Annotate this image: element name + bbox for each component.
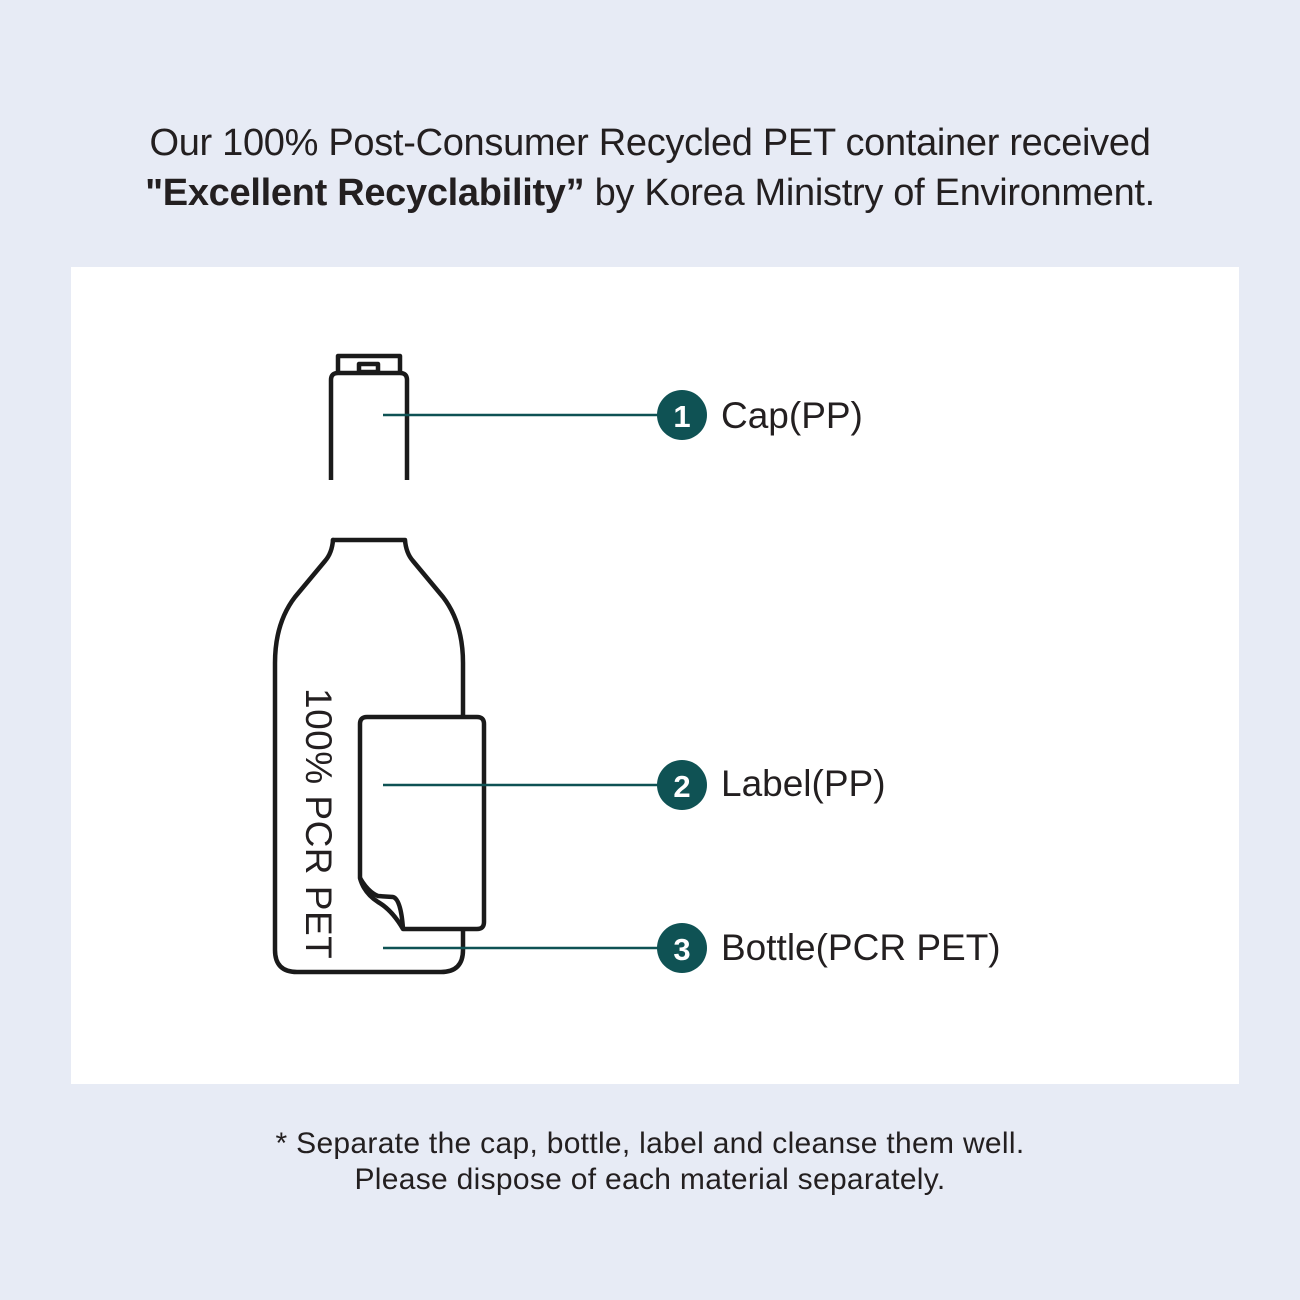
headline-line-1: Our 100% Post-Consumer Recycled PET cont… [149, 122, 1151, 164]
headline-line-2: "Excellent Recyclability” by Korea Minis… [0, 168, 1300, 218]
callout-number-3: 3 [673, 932, 690, 967]
callout-badge-1: 1 [657, 390, 707, 440]
footnote: * Separate the cap, bottle, label and cl… [0, 1126, 1300, 1198]
callout-number-2: 2 [673, 769, 690, 804]
headline-line-2-rest: by Korea Ministry of Environment. [584, 172, 1156, 214]
callout-label-bottle: Bottle(PCR PET) [721, 927, 1001, 968]
headline-emphasis: "Excellent Recyclability” [145, 172, 585, 214]
callout-badge-2: 2 [657, 760, 707, 810]
footnote-line-2: Please dispose of each material separate… [354, 1163, 946, 1196]
bottle-illustration [272, 537, 466, 975]
headline: Our 100% Post-Consumer Recycled PET cont… [0, 118, 1300, 218]
bottle-material-text: 100% PCR PET [298, 688, 339, 959]
label-illustration [357, 714, 487, 932]
callout-label-label: Label(PP) [721, 763, 886, 804]
callout-label-cap: Cap(PP) [721, 395, 863, 436]
footnote-line-1: * Separate the cap, bottle, label and cl… [275, 1127, 1025, 1160]
cap-illustration [328, 353, 410, 480]
callout-badge-3: 3 [657, 923, 707, 973]
callout-number-1: 1 [673, 399, 690, 434]
